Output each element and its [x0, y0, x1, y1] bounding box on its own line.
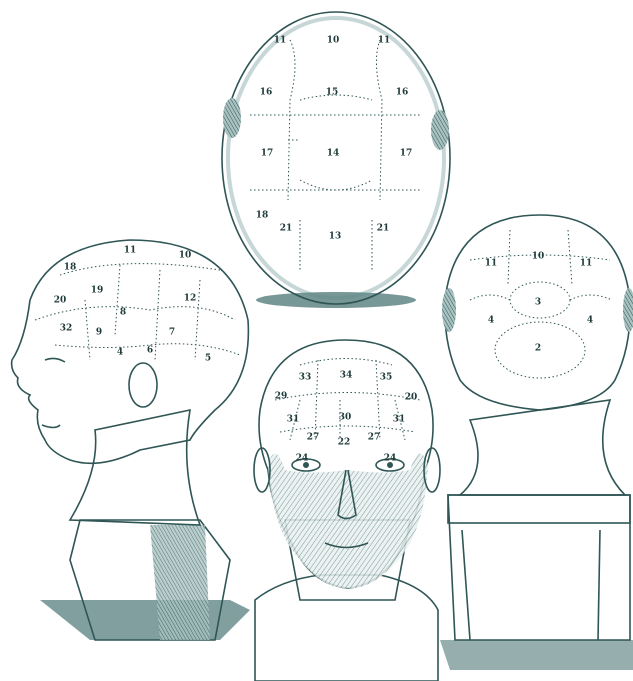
front-label-30: 30 — [339, 413, 352, 423]
back-neck — [460, 400, 625, 495]
top-label-13: 13 — [329, 232, 342, 242]
side-label-10: 10 — [179, 251, 192, 261]
side-label-11: 11 — [124, 246, 137, 256]
front-label-34: 34 — [340, 371, 353, 381]
front-label-33: 33 — [299, 373, 312, 383]
side-label-32: 32 — [60, 324, 73, 334]
top-label-14: 14 — [327, 149, 340, 159]
front-label-29: 29 — [275, 392, 288, 402]
top-label-15: 15 — [326, 88, 339, 98]
back-label-11a: 11 — [485, 259, 498, 269]
back-label-3: 3 — [535, 298, 541, 308]
side-head-eye — [45, 358, 65, 362]
back-label-11b: 11 — [580, 259, 593, 269]
front-label-27b: 27 — [368, 433, 381, 443]
top-label-21a: 21 — [280, 224, 293, 234]
top-label-17b: 17 — [400, 149, 413, 159]
side-label-8: 8 — [120, 308, 126, 318]
side-neck — [70, 410, 200, 525]
side-label-7: 7 — [169, 328, 175, 338]
top-head-right-ear — [431, 110, 449, 150]
front-label-31b: 31 — [393, 415, 406, 425]
top-label-11a: 11 — [274, 36, 287, 46]
front-view-head: 33 34 35 29 30 31 31 20 27 22 27 24 24 — [254, 340, 440, 681]
front-label-31a: 31 — [287, 415, 300, 425]
side-label-4: 4 — [117, 348, 123, 358]
front-bust-base — [255, 575, 438, 681]
back-label-4b: 4 — [587, 316, 593, 326]
back-label-10: 10 — [532, 252, 545, 262]
front-label-27a: 27 — [307, 433, 320, 443]
top-label-18: 18 — [256, 211, 269, 221]
back-bust-base — [448, 495, 630, 640]
back-head-shadow — [440, 640, 633, 670]
back-head-left-ear — [442, 288, 456, 332]
back-label-4a: 4 — [488, 316, 494, 326]
side-label-19: 19 — [91, 286, 104, 296]
side-label-5: 5 — [205, 354, 211, 364]
side-head-ear — [129, 363, 157, 407]
front-label-20: 20 — [405, 393, 418, 403]
side-view-head: 18 11 10 20 19 12 8 32 9 7 6 5 4 — [12, 240, 250, 640]
top-view-head: 11 10 11 16 15 16 17 14 17 18 21 13 21 — [222, 12, 450, 308]
top-label-10: 10 — [327, 36, 340, 46]
back-label-2: 2 — [535, 344, 541, 354]
side-head-outline — [12, 240, 249, 463]
side-label-9: 9 — [96, 328, 102, 338]
back-head-outline — [445, 215, 630, 410]
side-label-12: 12 — [184, 294, 197, 304]
top-label-11b: 11 — [378, 36, 391, 46]
side-head-mouth — [42, 425, 60, 428]
top-label-16b: 16 — [396, 88, 409, 98]
top-label-21b: 21 — [377, 224, 390, 234]
front-label-24b: 24 — [384, 454, 397, 464]
back-bust-top-plate — [448, 495, 630, 523]
back-head-right-ear — [623, 288, 633, 332]
top-label-16a: 16 — [260, 88, 273, 98]
side-label-6: 6 — [147, 346, 153, 356]
side-label-20: 20 — [54, 296, 67, 306]
front-label-35: 35 — [380, 373, 393, 383]
front-label-24a: 24 — [296, 454, 309, 464]
front-label-22: 22 — [338, 438, 351, 448]
back-view-head: 10 11 11 3 4 4 2 — [440, 215, 633, 670]
top-label-17a: 17 — [261, 149, 274, 159]
top-head-left-ear — [223, 98, 241, 138]
side-label-18: 18 — [64, 263, 77, 273]
